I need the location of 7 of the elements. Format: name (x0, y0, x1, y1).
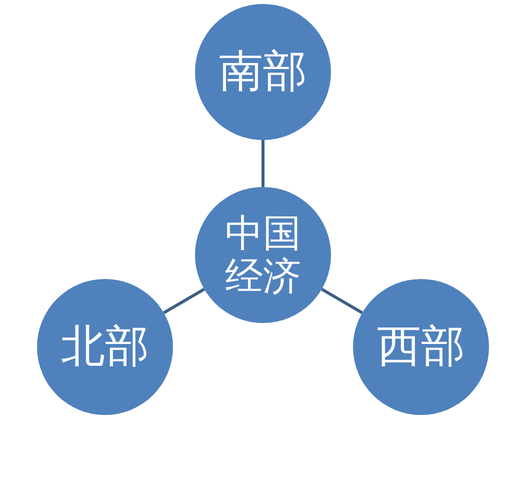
node-label: 南部 (219, 47, 307, 97)
node-label: 中国经济 (225, 212, 301, 298)
node-label: 西部 (377, 322, 465, 372)
connector-line (163, 288, 205, 314)
connector-line (262, 140, 264, 187)
connector-line (321, 288, 363, 314)
node-label: 北部 (61, 322, 149, 372)
